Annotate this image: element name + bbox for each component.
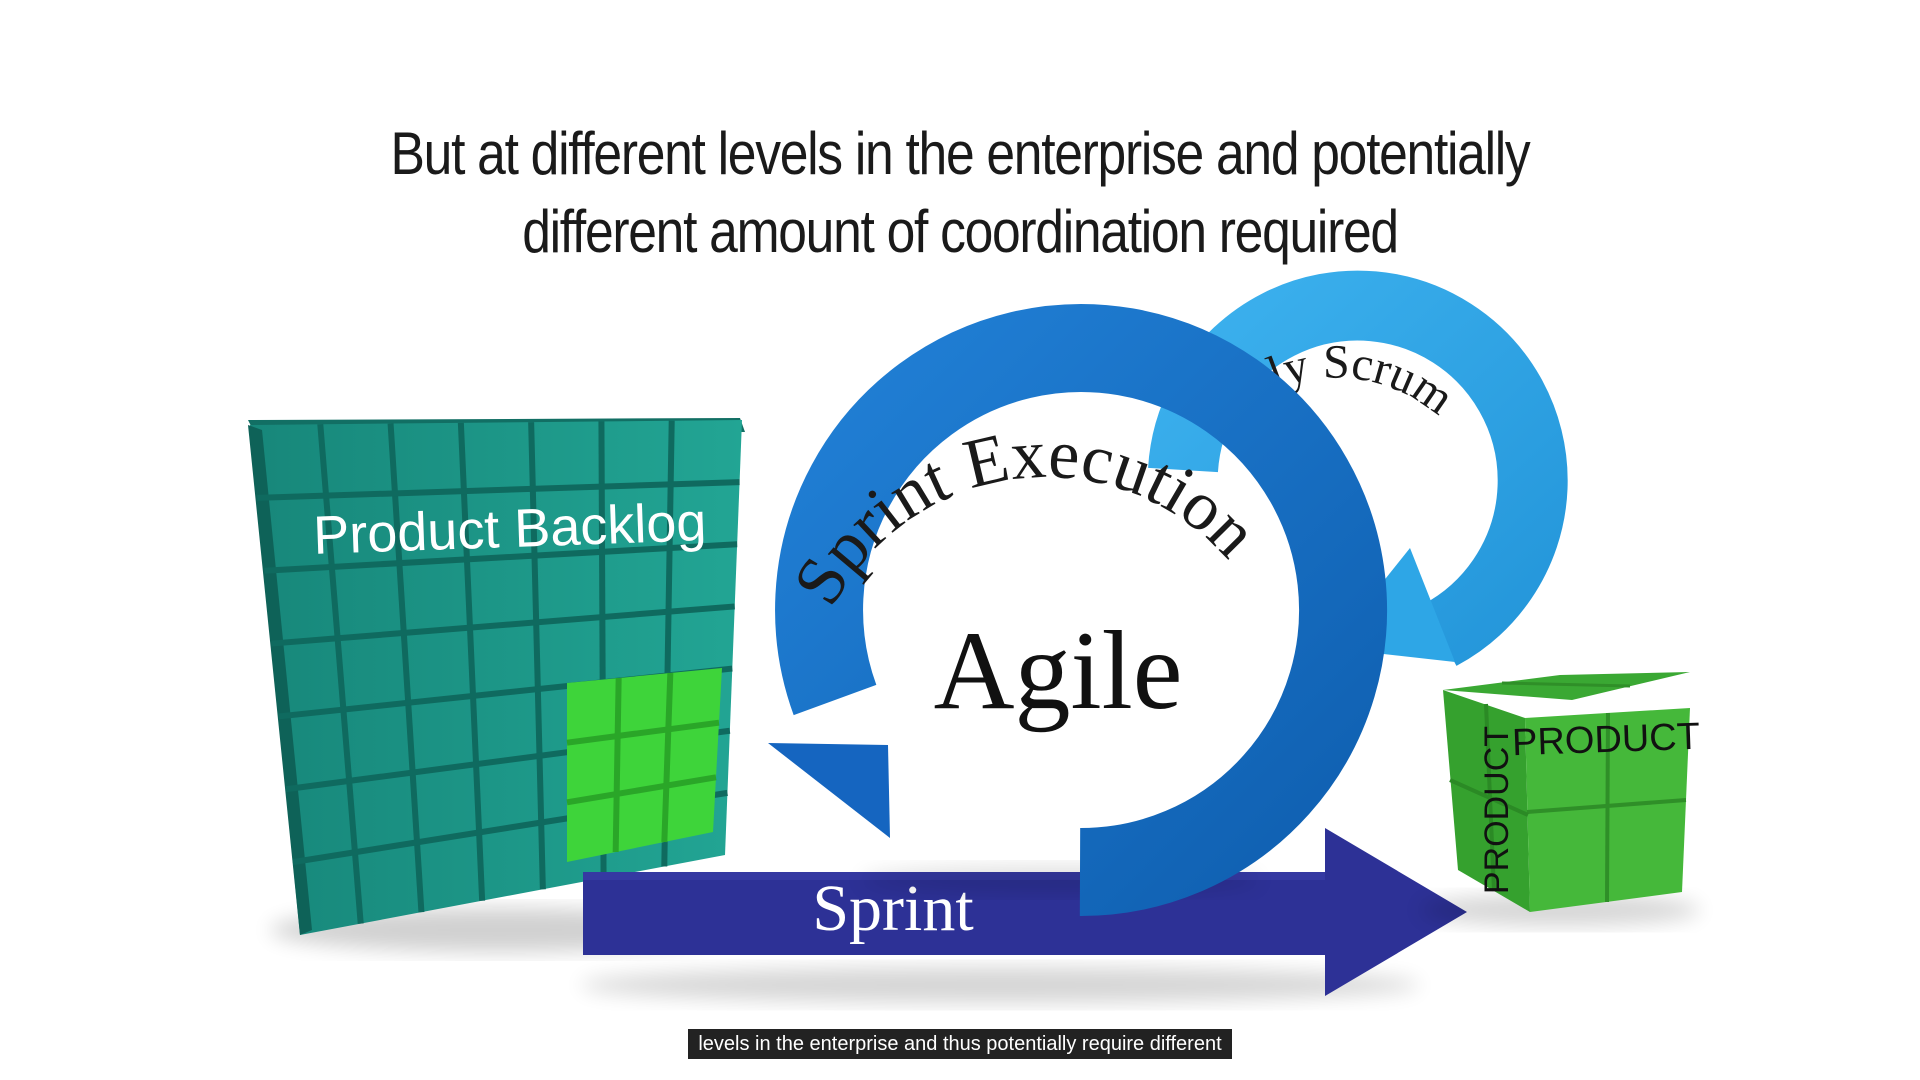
product-backlog-wall: Product Backlog <box>248 418 745 952</box>
done-grid-line <box>566 774 717 806</box>
backlog-done-block <box>567 668 722 862</box>
caption-text: levels in the enterprise and thus potent… <box>688 1029 1232 1059</box>
done-grid-line <box>612 677 622 853</box>
product-cube: PRODUCT PRODUCT <box>1420 672 1701 926</box>
done-grid-line <box>566 719 720 746</box>
sprint-execution-arrowhead <box>768 743 890 838</box>
sprint-execution-ring: Sprint Execution Agile <box>768 304 1388 917</box>
backlog-grid-line <box>457 422 486 901</box>
slide-title-line-1: But at different levels in the enterpris… <box>390 120 1531 187</box>
backlog-done-grid <box>566 672 720 853</box>
agile-center-label: Agile <box>934 609 1183 733</box>
slide-title: But at different levels in the enterpris… <box>134 115 1785 271</box>
backlog-grid-line <box>528 422 546 890</box>
backlog-grid-line <box>387 423 425 913</box>
product-side-label: PRODUCT <box>1478 726 1516 894</box>
video-caption: levels in the enterprise and thus potent… <box>0 1029 1920 1059</box>
slide-title-line-2: different amount of coordination require… <box>522 198 1399 265</box>
backlog-grid-line <box>264 541 738 574</box>
done-grid-line <box>661 672 674 843</box>
product-top-label: PRODUCT <box>1511 716 1700 765</box>
backlog-grid-line <box>257 479 740 501</box>
product-backlog-label: Product Backlog <box>312 492 707 566</box>
backlog-grid-line <box>317 424 364 924</box>
backlog-grid-line <box>271 603 735 647</box>
